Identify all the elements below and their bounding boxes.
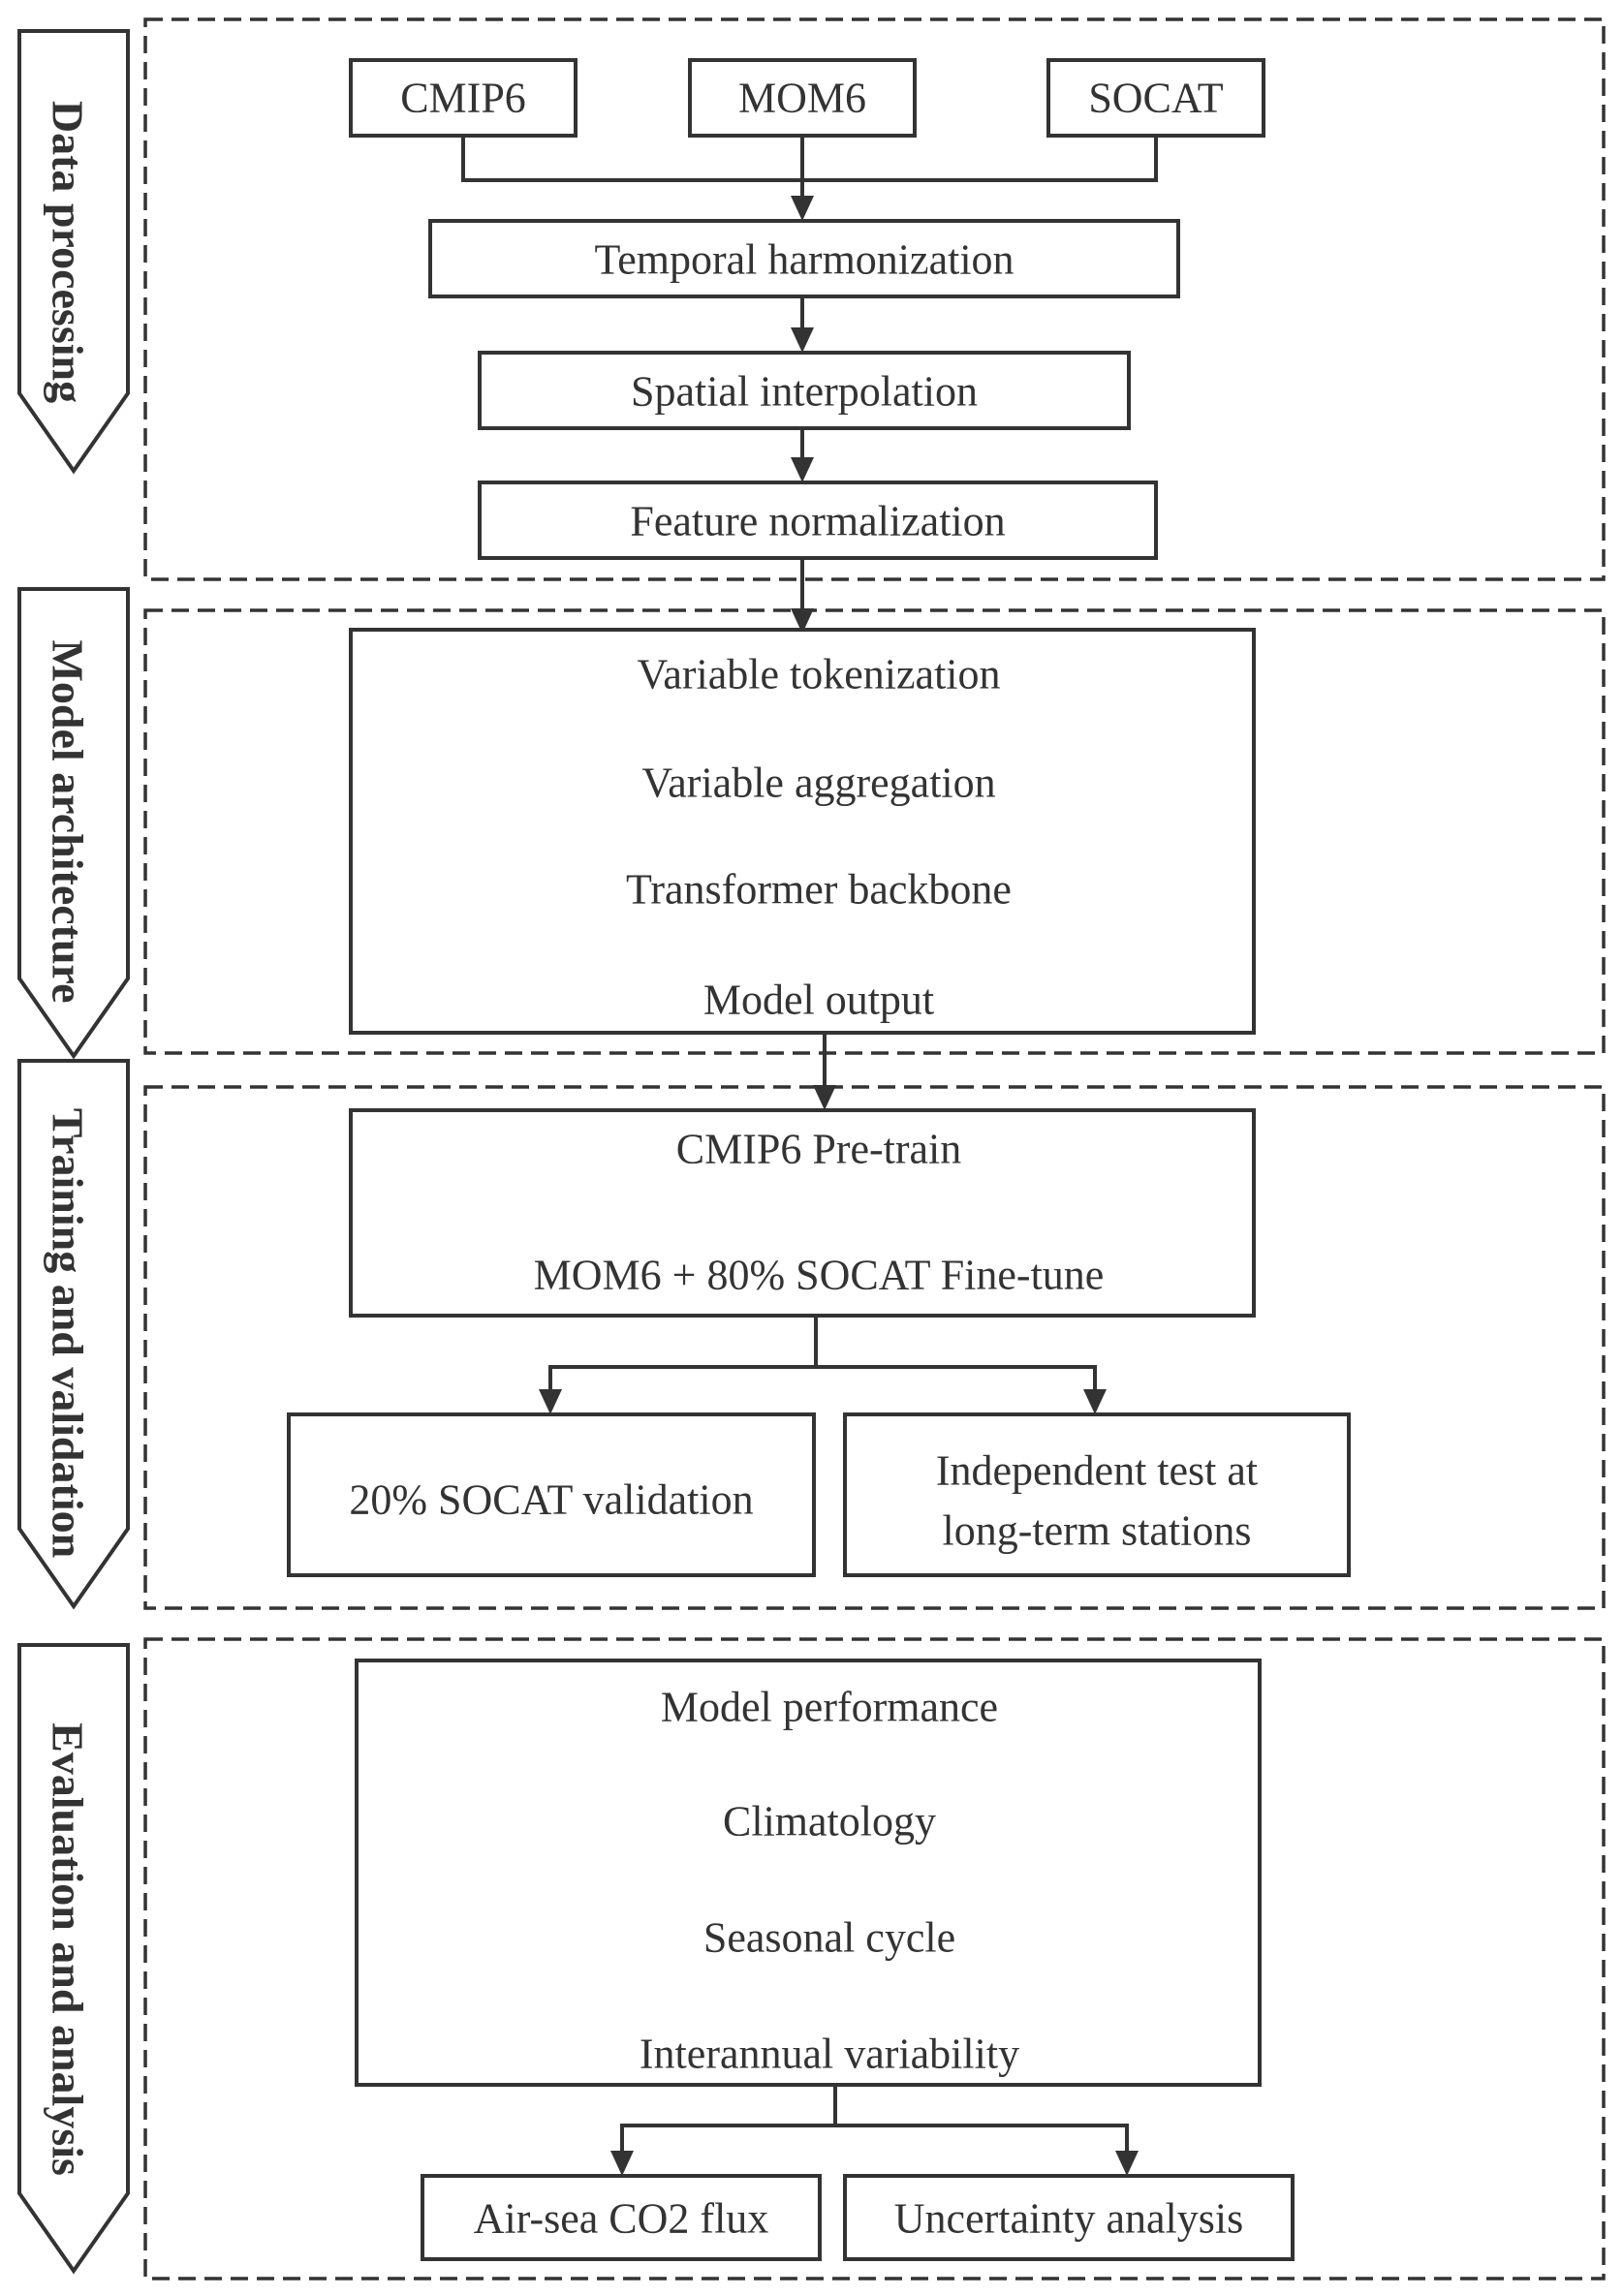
step-label-pretrain: CMIP6 Pre-train	[676, 1126, 962, 1173]
validation-box: 20% SOCAT validation	[287, 1412, 816, 1577]
source-box-socat: SOCAT	[1046, 58, 1265, 138]
panel-model-architecture	[143, 608, 1606, 1055]
source-label: SOCAT	[1088, 75, 1223, 122]
output-label-uncertainty-analysis: Uncertainty analysis	[894, 2195, 1243, 2243]
output-label-independent-test-line-1: Independent test at	[936, 1447, 1258, 1495]
stage-title-model-architecture: Model architecture	[44, 639, 93, 1003]
step-box-spatial-interpolation: Spatial interpolation	[478, 351, 1131, 430]
source-box-cmip6: CMIP6	[349, 58, 577, 138]
step-box-temporal-harmonization: Temporal harmonization	[428, 219, 1180, 298]
model-architecture-box: Variable tokenization Variable aggregati…	[349, 628, 1256, 1035]
stage-title-training-validation: Training and validation	[44, 1108, 93, 1558]
stage-tab-evaluation-analysis: Evaluation and analysis	[17, 1643, 130, 2275]
training-box: CMIP6 Pre-train MOM6 + 80% SOCAT Fine-tu…	[349, 1108, 1256, 1318]
independent-test-box: Independent test at long-term stations	[843, 1412, 1351, 1577]
step-label-variable-aggregation: Variable aggregation	[641, 760, 995, 807]
panel-evaluation-analysis	[143, 1637, 1606, 2280]
panel-training-validation	[143, 1085, 1606, 1610]
source-label: MOM6	[738, 75, 866, 122]
co2-flux-box: Air-sea CO2 flux	[421, 2174, 822, 2261]
stage-tab-training-validation: Training and validation	[17, 1059, 130, 1610]
stage-tab-model-architecture: Model architecture	[17, 587, 130, 1060]
stage-title-data-processing: Data processing	[44, 101, 93, 403]
source-box-mom6: MOM6	[688, 58, 917, 138]
step-label-finetune: MOM6 + 80% SOCAT Fine-tune	[534, 1252, 1105, 1299]
step-label-model-output: Model output	[703, 977, 934, 1024]
source-label: CMIP6	[400, 75, 526, 122]
step-label: Temporal harmonization	[594, 236, 1014, 284]
panel-data-processing	[143, 17, 1606, 581]
step-label-transformer-backbone: Transformer backbone	[626, 866, 1012, 914]
output-label-independent-test-line-2: long-term stations	[943, 1507, 1252, 1555]
step-label-seasonal-cycle: Seasonal cycle	[703, 1914, 955, 1962]
output-label-validation: 20% SOCAT validation	[349, 1476, 753, 1524]
step-label: Spatial interpolation	[631, 368, 978, 416]
step-label-climatology: Climatology	[723, 1798, 936, 1846]
step-label-model-performance: Model performance	[661, 1684, 998, 1731]
step-label-interannual-variability: Interannual variability	[640, 2031, 1019, 2078]
evaluation-box: Model performance Climatology Seasonal c…	[355, 1659, 1262, 2087]
stage-title-evaluation-analysis: Evaluation and analysis	[44, 1722, 93, 2176]
step-label-variable-tokenization: Variable tokenization	[637, 651, 1000, 698]
step-label: Feature normalization	[630, 498, 1005, 545]
uncertainty-analysis-box: Uncertainty analysis	[843, 2174, 1295, 2261]
stage-tab-data-processing: Data processing	[17, 29, 130, 475]
step-box-feature-normalization: Feature normalization	[478, 481, 1158, 560]
output-label-co2-flux: Air-sea CO2 flux	[474, 2195, 769, 2243]
